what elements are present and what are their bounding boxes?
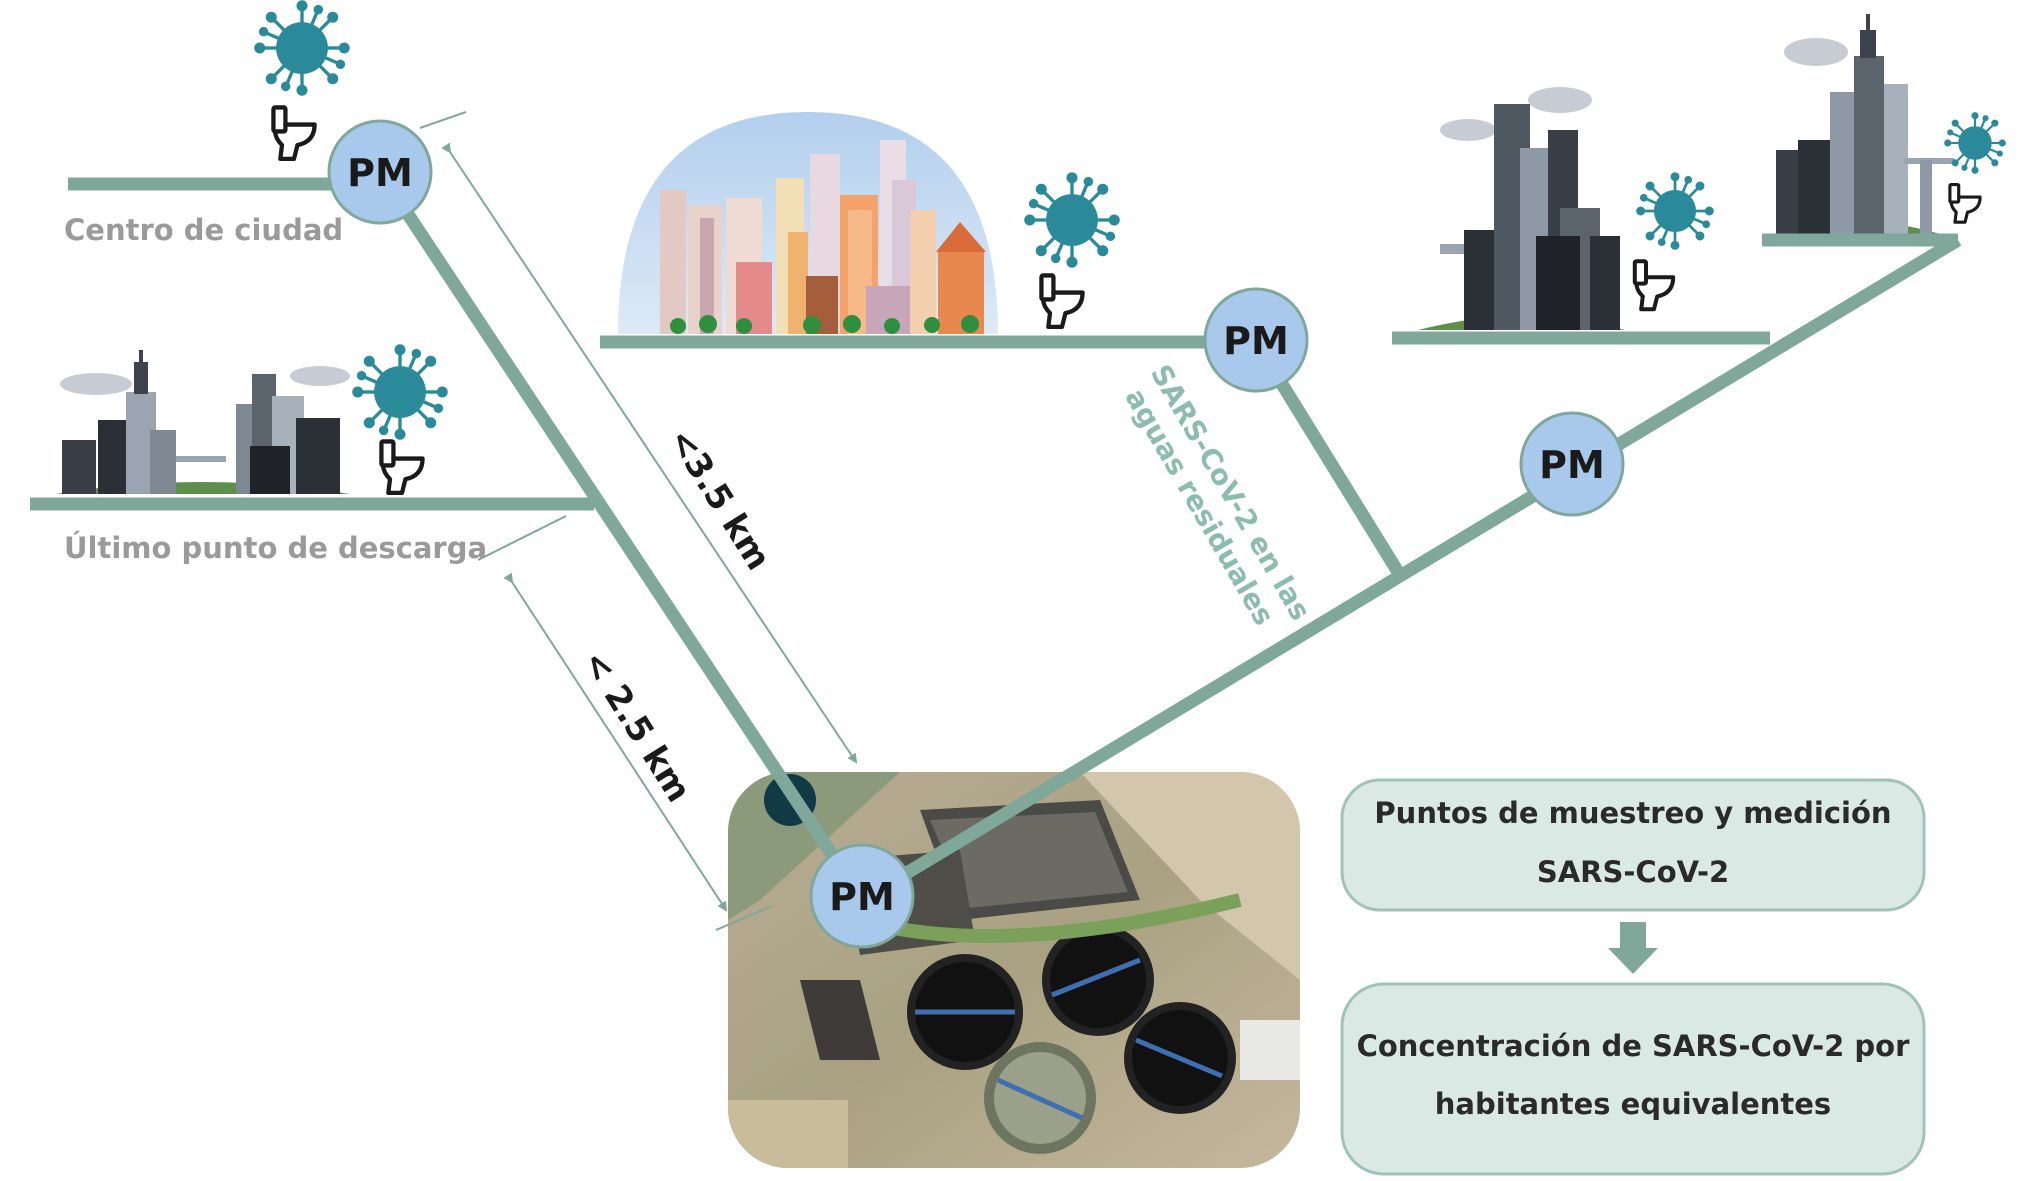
right-skyline-illustration xyxy=(1418,14,1954,330)
arrow-25km xyxy=(503,572,728,912)
distance-markers xyxy=(419,111,858,931)
toilet-icon xyxy=(1632,259,1676,312)
city-skyline-illustration xyxy=(618,112,998,334)
box-concentration-line1: Concentración de SARS-CoV-2 por xyxy=(1357,1029,1911,1063)
virus-icon xyxy=(352,344,448,440)
box-concentration-line2: habitantes equivalentes xyxy=(1435,1087,1831,1121)
toilet-icon xyxy=(381,441,422,492)
pm-node-centro: PM xyxy=(327,119,433,225)
pm-node-city: PM xyxy=(1203,287,1309,393)
distance-25km-label: < 2.5 km xyxy=(574,644,698,810)
pm-label: PM xyxy=(1539,443,1605,487)
virus-icon xyxy=(254,0,350,96)
virus-icon xyxy=(1944,112,2006,174)
down-arrow-icon xyxy=(1608,922,1658,974)
pm-label: PM xyxy=(1223,319,1289,363)
pm-label: PM xyxy=(829,875,895,919)
distance-35km-label: <3.5 km xyxy=(660,422,778,578)
toilet-icon xyxy=(273,107,314,158)
pm-label: PM xyxy=(347,151,413,195)
virus-icon xyxy=(1024,172,1120,268)
pm-node-right: PM xyxy=(1519,411,1625,517)
info-box-concentration: Concentración de SARS-CoV-2 por habitant… xyxy=(1340,982,1926,1176)
left-skyline-illustration xyxy=(56,350,350,494)
box-sampling-line2: SARS-CoV-2 xyxy=(1537,855,1729,889)
toilet-icon xyxy=(1948,182,1982,224)
info-box-sampling: Puntos de muestreo y medición SARS-CoV-2 xyxy=(1340,778,1926,912)
centro-de-ciudad-label: Centro de ciudad xyxy=(64,213,343,247)
ultimo-punto-label: Último punto de descarga xyxy=(64,531,487,565)
pipe-main-right xyxy=(858,234,1962,906)
pm-node-plant: PM xyxy=(809,843,915,949)
virus-icon xyxy=(1636,172,1714,250)
toilet-icon xyxy=(1041,275,1082,326)
box-sampling-line1: Puntos de muestreo y medición xyxy=(1374,796,1891,830)
arrow-35km xyxy=(441,142,858,764)
